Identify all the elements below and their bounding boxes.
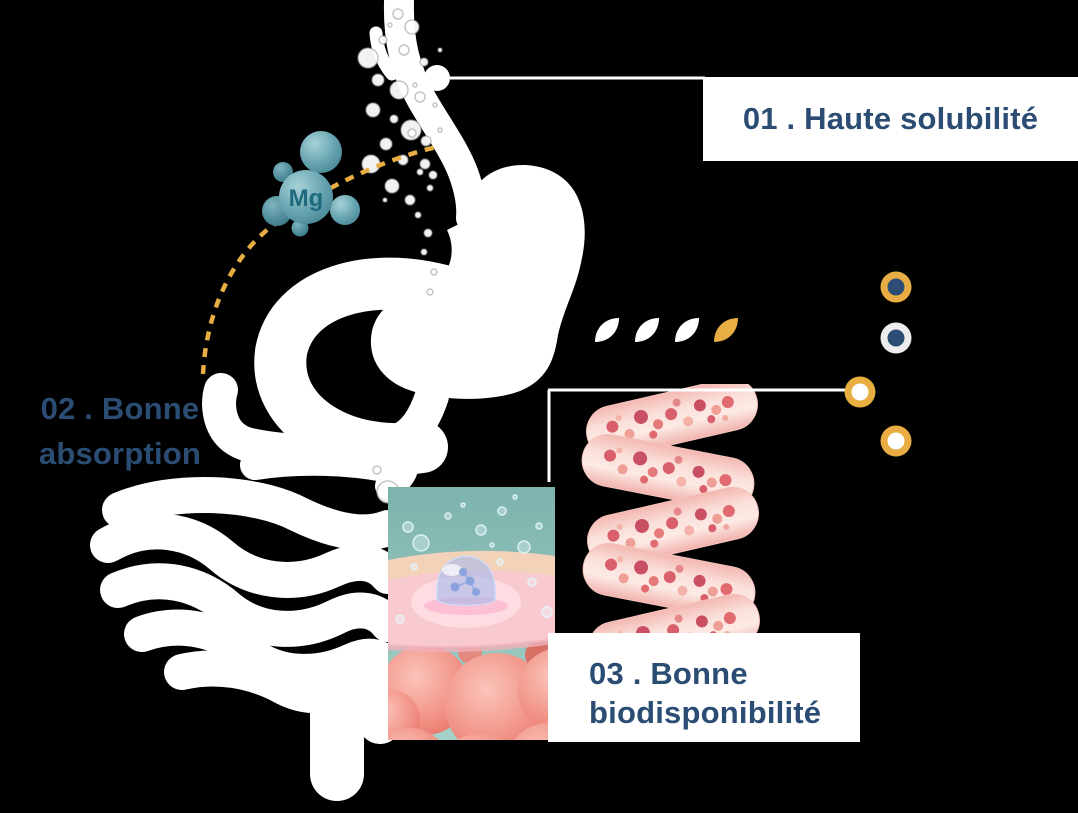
- small-intestine-coil: [100, 563, 406, 647]
- petal-icon: [635, 318, 659, 342]
- stomach: [370, 164, 585, 399]
- step3-line2: biodisponibilité: [589, 695, 822, 730]
- petal-dashes: [595, 318, 738, 342]
- ring-marker-white-navy: [880, 322, 912, 354]
- transverse-band: [240, 445, 405, 483]
- mg-sphere: [300, 131, 342, 173]
- step1-label: 01 . Haute solubilité: [742, 101, 1039, 136]
- micro-bubbles: [395, 494, 553, 624]
- step2-label: 02 . Bonne absorption: [22, 386, 218, 476]
- step1-label-card: 01 . Haute solubilité: [703, 77, 1078, 161]
- dotted-connector-curve: [200, 144, 437, 375]
- ring-markers: [844, 271, 912, 457]
- ring-marker-gold-navy: [880, 271, 912, 303]
- esophagus-fork: [369, 26, 399, 81]
- magnesium-molecule: Mg: [262, 131, 360, 237]
- mg-sphere-main: [279, 170, 333, 224]
- leader-lines: [450, 76, 846, 482]
- step3-line1: 03 . Bonne: [589, 656, 748, 691]
- step3-label-card: 03 . Bonne biodisponibilité: [548, 633, 860, 742]
- small-intestine-coil: [102, 476, 406, 551]
- left-curl-tube: [201, 373, 263, 461]
- small-intestine-coil: [90, 513, 406, 598]
- ring-marker-gold-white: [844, 376, 876, 408]
- water-droplet: [435, 555, 497, 606]
- leader-bubble: [424, 65, 450, 91]
- step2-line2: absorption: [38, 436, 202, 471]
- mucosa-absorption-illustration: [388, 487, 555, 740]
- petal-icon: [675, 318, 699, 342]
- mg-symbol: Mg: [289, 185, 324, 212]
- mg-sphere: [330, 195, 360, 225]
- petal-icon: [595, 318, 619, 342]
- ring-marker-gold-white: [880, 425, 912, 457]
- step2-line1: 02 . Bonne: [40, 391, 200, 426]
- petal-icon-gold: [714, 318, 738, 342]
- digestive-tract-silhouette: [90, 0, 585, 801]
